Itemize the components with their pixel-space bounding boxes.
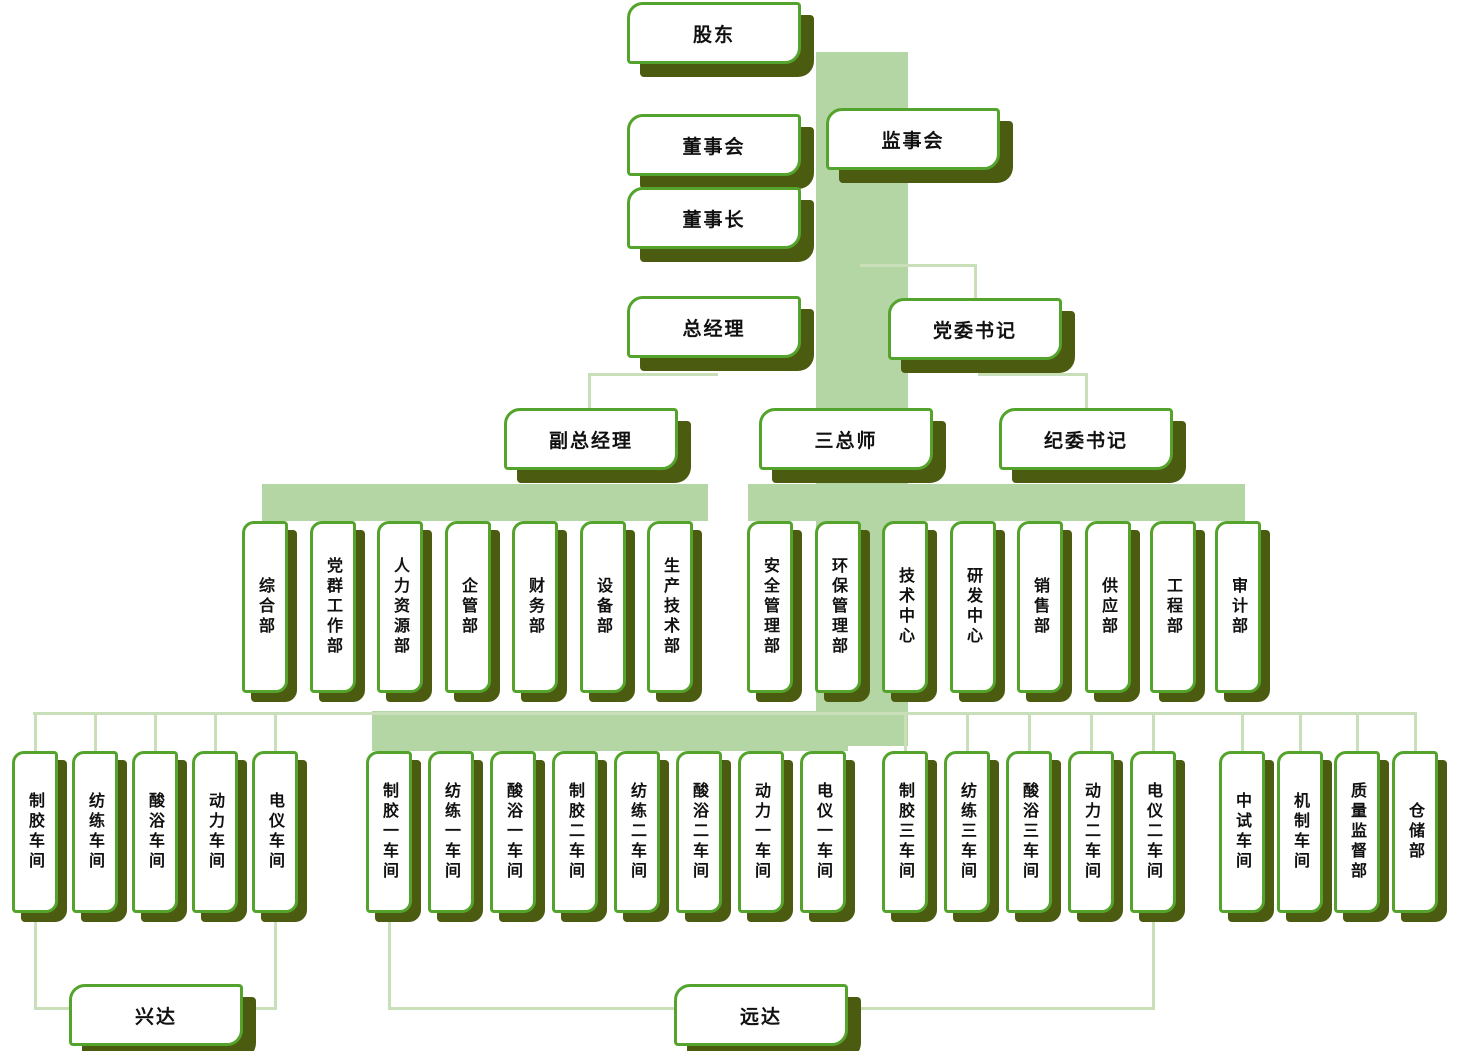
dept-box: 安全管理部: [747, 521, 793, 693]
workshop-box: 制胶二车间: [552, 751, 598, 913]
node-three-chiefs: 三总师: [759, 408, 933, 470]
workshop-box: 制胶三车间: [882, 751, 928, 913]
workshop-box: 电仪一车间: [800, 751, 846, 913]
connector-stub: [1241, 712, 1244, 752]
node-yuanda: 远达: [674, 984, 848, 1046]
dept-box: 技术中心: [882, 521, 928, 693]
dept-box: 供应部: [1085, 521, 1131, 693]
connector-workshops-distribution: [33, 712, 1417, 715]
workshop-box: 纺练车间: [72, 751, 118, 913]
node-xingda: 兴达: [69, 984, 243, 1046]
connector-xingda-left-v: [34, 915, 37, 1010]
dept-box: 生产技术部: [647, 521, 693, 693]
connector-stub: [966, 712, 969, 752]
workshop-box: 纺练一车间: [428, 751, 474, 913]
node-deputy-general-manager: 副总经理: [504, 408, 678, 470]
connector-xingda-right-h: [240, 1007, 277, 1010]
connector-stub: [1414, 712, 1417, 752]
dept-box: 党群工作部: [310, 521, 356, 693]
connector-party-secretary-h: [860, 264, 977, 267]
dept-box: 人力资源部: [377, 521, 423, 693]
connector-stub: [154, 712, 157, 752]
node-board: 董事会: [627, 114, 801, 176]
connector-deputy-gm-v: [588, 373, 591, 410]
workshop-box: 酸浴三车间: [1006, 751, 1052, 913]
node-shareholders: 股东: [627, 2, 801, 64]
connector-stub: [1299, 712, 1302, 752]
connector-yuanda-right-h: [848, 1007, 1155, 1010]
workshop-box: 中试车间: [1219, 751, 1265, 913]
connector-stub: [904, 712, 907, 752]
connector-stub: [1090, 712, 1093, 752]
workshop-box: 制胶车间: [12, 751, 58, 913]
connector-stub: [214, 712, 217, 752]
connector-discipline-secretary-v: [1085, 373, 1088, 410]
connector-band-left-departments: [262, 484, 708, 521]
workshop-box: 纺练二车间: [614, 751, 660, 913]
workshop-box: 动力二车间: [1068, 751, 1114, 913]
dept-box: 设备部: [580, 521, 626, 693]
workshop-box: 质量监督部: [1334, 751, 1380, 913]
workshop-box: 机制车间: [1277, 751, 1323, 913]
workshop-box: 电仪二车间: [1130, 751, 1176, 913]
dept-box: 综合部: [242, 521, 288, 693]
connector-stub: [34, 712, 37, 752]
connector-stub: [1028, 712, 1031, 752]
dept-box: 环保管理部: [815, 521, 861, 693]
connector-band-center-workshops: [372, 711, 848, 751]
connector-stub: [1356, 712, 1359, 752]
node-supervisory-board: 监事会: [826, 108, 1000, 170]
connector-stub: [274, 712, 277, 752]
connector-xingda-right-v: [274, 915, 277, 1010]
connector-xingda-left-h: [34, 1007, 72, 1010]
dept-box: 财务部: [512, 521, 558, 693]
connector-yuanda-right-v: [1152, 915, 1155, 1010]
dept-box: 销售部: [1017, 521, 1063, 693]
dept-box: 企管部: [445, 521, 491, 693]
workshop-box: 酸浴车间: [132, 751, 178, 913]
dept-box: 工程部: [1150, 521, 1196, 693]
workshop-box: 动力一车间: [738, 751, 784, 913]
workshop-box: 酸浴二车间: [676, 751, 722, 913]
workshop-box: 仓储部: [1392, 751, 1438, 913]
connector-stub: [94, 712, 97, 752]
connector-stub: [1152, 712, 1155, 752]
node-chairman: 董事长: [627, 187, 801, 249]
connector-deputy-gm-h: [588, 373, 718, 376]
connector-yuanda-left-h: [388, 1007, 676, 1010]
node-party-secretary: 党委书记: [888, 298, 1062, 360]
connector-discipline-secretary-h: [978, 373, 1088, 376]
workshop-box: 动力车间: [192, 751, 238, 913]
workshop-box: 制胶一车间: [366, 751, 412, 913]
node-general-manager: 总经理: [627, 296, 801, 358]
node-discipline-secretary: 纪委书记: [999, 408, 1173, 470]
dept-box: 研发中心: [950, 521, 996, 693]
workshop-box: 酸浴一车间: [490, 751, 536, 913]
workshop-box: 纺练三车间: [944, 751, 990, 913]
connector-band-right-departments: [748, 484, 1245, 521]
connector-party-secretary-v: [974, 264, 977, 302]
workshop-box: 电仪车间: [252, 751, 298, 913]
connector-yuanda-left-v: [388, 915, 391, 1010]
dept-box: 审计部: [1215, 521, 1261, 693]
